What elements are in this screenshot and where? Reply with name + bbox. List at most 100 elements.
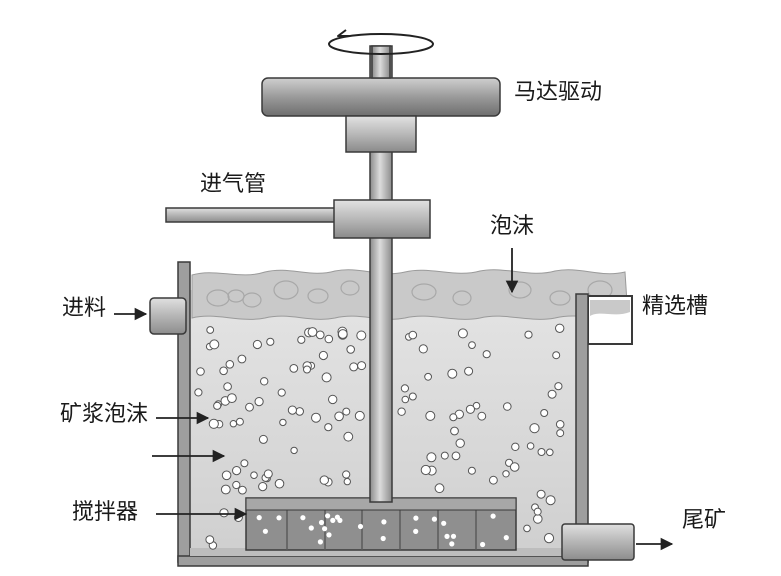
bubble xyxy=(554,382,563,391)
bubble xyxy=(511,442,520,451)
bubble xyxy=(408,392,417,401)
bubble xyxy=(547,389,557,399)
bubble xyxy=(533,507,542,516)
bubble xyxy=(455,438,465,448)
bubble xyxy=(418,344,428,354)
bubble xyxy=(297,335,306,344)
bubble xyxy=(413,528,419,535)
motor-drive xyxy=(261,45,501,153)
bubble xyxy=(258,434,268,444)
bubble xyxy=(307,327,318,337)
tank-bottom-sediment xyxy=(190,548,576,556)
bubble xyxy=(444,533,450,540)
tailings-outlet xyxy=(561,523,635,561)
bubble xyxy=(262,528,268,534)
bubble xyxy=(354,410,365,421)
bubble xyxy=(401,395,410,404)
bubble xyxy=(342,407,351,416)
bubble xyxy=(300,515,306,521)
tailings-label: 尾矿 xyxy=(682,508,727,533)
bubble xyxy=(295,407,305,416)
bubble xyxy=(467,466,476,475)
bubble xyxy=(503,535,509,541)
bubble xyxy=(450,533,457,539)
concentrate-tank-label: 精选槽 xyxy=(642,294,709,319)
pulp-froth-label: 矿浆泡沫 xyxy=(60,402,149,427)
air-collar xyxy=(333,199,431,239)
impeller-bubbles xyxy=(256,513,509,548)
bubble xyxy=(334,411,344,422)
bubble xyxy=(451,451,461,461)
bubble xyxy=(245,402,254,412)
bubble xyxy=(252,339,262,350)
rotation-arrow-icon xyxy=(328,29,434,55)
bubble xyxy=(529,423,540,434)
froth-label: 泡沫 xyxy=(490,214,535,239)
tank-bottom xyxy=(177,555,589,567)
bubble xyxy=(324,423,333,432)
bubble xyxy=(356,330,367,341)
bubble xyxy=(219,508,229,518)
bubble xyxy=(400,384,409,393)
bubble xyxy=(468,341,476,350)
bubble xyxy=(413,515,419,521)
bubble xyxy=(533,514,543,524)
bubble xyxy=(232,466,242,476)
feed-label: 进料 xyxy=(62,296,107,321)
bubble xyxy=(349,362,359,372)
bubble xyxy=(254,397,264,407)
bubble xyxy=(425,410,436,421)
bubble xyxy=(325,513,331,519)
bubble xyxy=(315,330,325,340)
bubble xyxy=(258,482,268,492)
bubble xyxy=(311,412,321,423)
bubble xyxy=(319,475,329,485)
bubble xyxy=(277,388,286,397)
bubble xyxy=(509,462,520,472)
impeller-label: 搅拌器 xyxy=(72,500,139,525)
bubble xyxy=(209,339,220,350)
bubble xyxy=(290,446,298,455)
bubble xyxy=(524,330,533,339)
bubble xyxy=(449,413,458,422)
bubble xyxy=(450,426,459,436)
bubble xyxy=(441,520,447,526)
bubble xyxy=(205,535,215,544)
feed-inlet xyxy=(149,297,187,335)
bubble xyxy=(343,431,354,442)
bubble xyxy=(346,345,356,354)
bubble xyxy=(546,448,554,457)
bubble xyxy=(208,418,219,429)
bubble xyxy=(326,532,332,538)
bubble xyxy=(426,452,437,463)
bubble xyxy=(503,402,512,411)
bubble xyxy=(343,477,351,486)
tank-right-wall xyxy=(575,293,589,563)
bubble xyxy=(250,471,258,480)
bubble xyxy=(337,329,348,339)
bubble xyxy=(276,515,282,521)
bubble xyxy=(465,404,475,414)
bubble xyxy=(287,405,297,415)
bubble xyxy=(440,451,449,460)
bubble xyxy=(434,483,445,494)
bubble xyxy=(308,525,314,531)
bubble xyxy=(263,469,273,479)
bubble xyxy=(536,489,546,499)
bubble xyxy=(420,464,431,476)
bubble xyxy=(543,533,555,544)
bubble xyxy=(424,372,433,381)
bubble xyxy=(334,514,340,520)
bubble xyxy=(447,368,458,379)
bubble xyxy=(194,388,203,397)
bubble xyxy=(502,470,510,478)
bubble xyxy=(235,417,244,426)
bubble xyxy=(552,351,561,360)
bubble xyxy=(342,470,351,479)
bubble xyxy=(303,365,311,374)
bubble xyxy=(477,411,487,421)
impeller xyxy=(245,497,517,551)
bubble xyxy=(221,470,232,481)
bubble xyxy=(555,420,565,429)
